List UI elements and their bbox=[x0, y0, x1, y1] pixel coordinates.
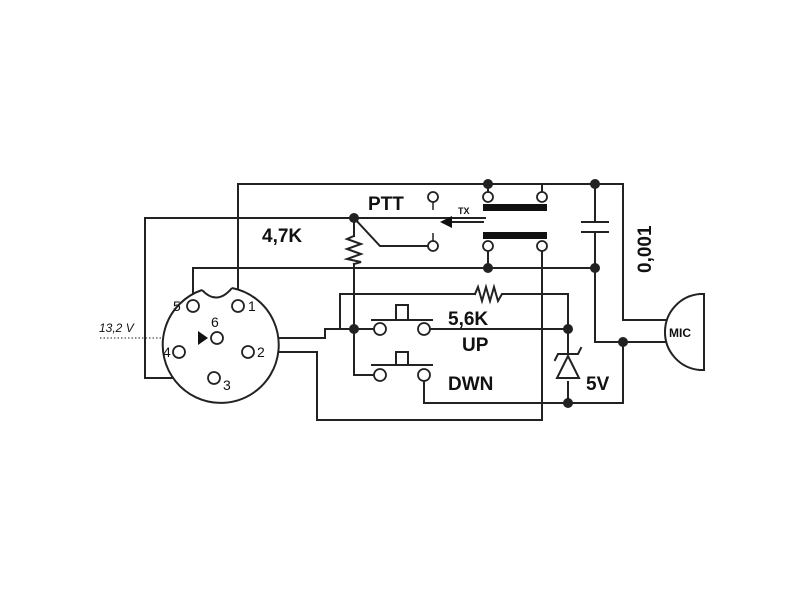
junctions bbox=[349, 179, 628, 408]
pin-6-arrow bbox=[198, 331, 208, 345]
pin-label-5: 5 bbox=[173, 298, 181, 314]
connector-pin-3 bbox=[207, 371, 221, 385]
label-zener: 5V bbox=[586, 374, 610, 395]
label-mic: MIC bbox=[669, 326, 691, 340]
label-ptt: PTT bbox=[368, 194, 404, 215]
pin-label-1: 1 bbox=[248, 298, 256, 314]
relay bbox=[440, 191, 548, 252]
relay-bar-top bbox=[483, 204, 547, 211]
pin-label-2: 2 bbox=[257, 344, 265, 360]
label-voltage: 13,2 V bbox=[99, 321, 135, 335]
label-cap: 0,001 bbox=[635, 225, 656, 273]
microphone bbox=[663, 293, 705, 371]
relay-bar-bottom bbox=[483, 232, 547, 239]
label-dwn: DWN bbox=[448, 374, 493, 395]
connector-pin-2 bbox=[241, 345, 255, 359]
wire-pin6 bbox=[219, 328, 381, 339]
connector-body bbox=[161, 287, 280, 404]
pin-label-3: 3 bbox=[223, 377, 231, 393]
ptt-switch bbox=[427, 191, 439, 252]
wire-ptt-lever bbox=[352, 216, 429, 247]
label-r47k: 4,7K bbox=[262, 226, 302, 247]
up-button bbox=[371, 304, 433, 336]
wire-r56-left bbox=[339, 293, 476, 330]
wire-r56-right bbox=[504, 293, 569, 330]
connector-pin-6 bbox=[210, 331, 224, 345]
zener-diode bbox=[553, 346, 583, 379]
dwn-button bbox=[371, 351, 433, 382]
connector-pin-5 bbox=[186, 299, 200, 313]
resistor-47k bbox=[343, 234, 364, 266]
wire-pin5-rail bbox=[192, 267, 596, 299]
connector-pin-1 bbox=[231, 299, 245, 313]
resistor-56k bbox=[473, 283, 506, 305]
capacitor bbox=[581, 221, 609, 233]
pin-label-6: 6 bbox=[211, 314, 219, 330]
label-r56k: 5,6K bbox=[448, 309, 488, 330]
wire-relay-r-to-pin2 bbox=[261, 251, 543, 421]
connector-pin-4 bbox=[172, 345, 186, 359]
label-tx: TX bbox=[458, 206, 470, 216]
connector bbox=[161, 287, 280, 404]
pin-label-4: 4 bbox=[163, 344, 171, 360]
tx-arrow-head bbox=[440, 216, 452, 228]
connector-key bbox=[201, 287, 233, 299]
wire-dwn-out bbox=[423, 341, 624, 404]
label-up: UP bbox=[462, 335, 489, 356]
wire-top-rail bbox=[237, 183, 666, 321]
